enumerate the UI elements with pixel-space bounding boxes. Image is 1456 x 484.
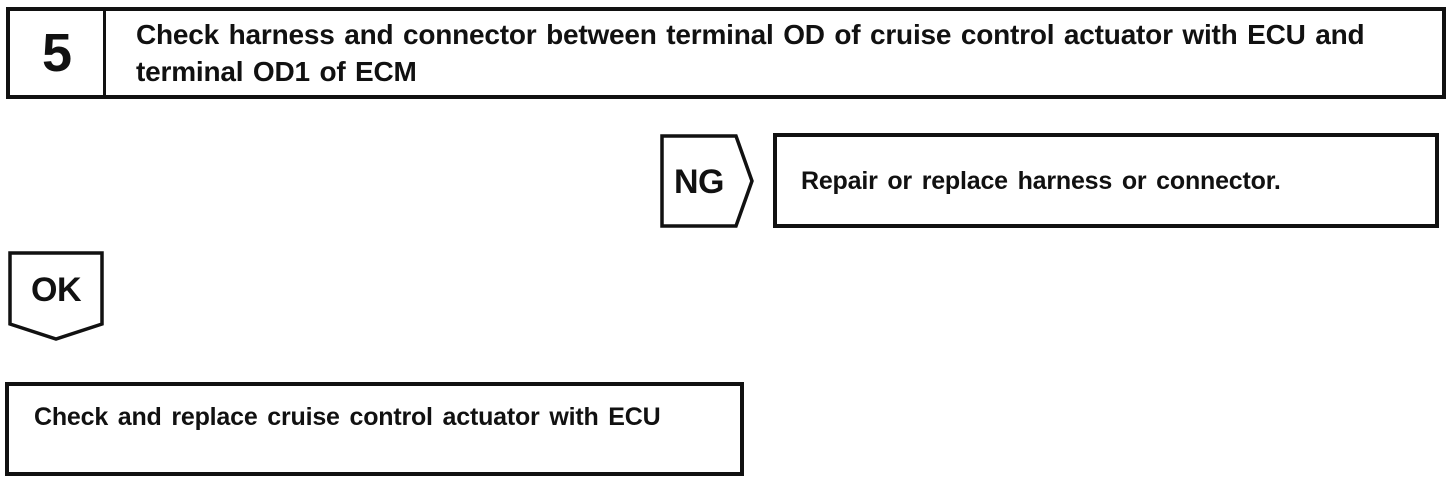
ok-connector-badge: OK [8, 251, 104, 341]
ng-action-box: Repair or replace harness or connector. [773, 133, 1439, 228]
ng-connector-badge: NG [660, 134, 754, 228]
step-title: Check harness and connector between term… [136, 19, 1365, 87]
ng-pentagon-shape [660, 134, 754, 228]
step-title-cell: Check harness and connector between term… [106, 11, 1442, 95]
step-number-cell: 5 [10, 11, 106, 95]
ng-label: NG [674, 163, 724, 201]
ok-action-text: Check and replace cruise control actuato… [34, 403, 661, 431]
step-number: 5 [41, 23, 72, 83]
ok-pentagon-shape [8, 251, 104, 341]
ng-action-text: Repair or replace harness or connector. [801, 166, 1281, 195]
step-header-box: 5 Check harness and connector between te… [6, 7, 1446, 99]
ok-label: OK [31, 271, 82, 309]
ok-action-box: Check and replace cruise control actuato… [5, 382, 744, 476]
